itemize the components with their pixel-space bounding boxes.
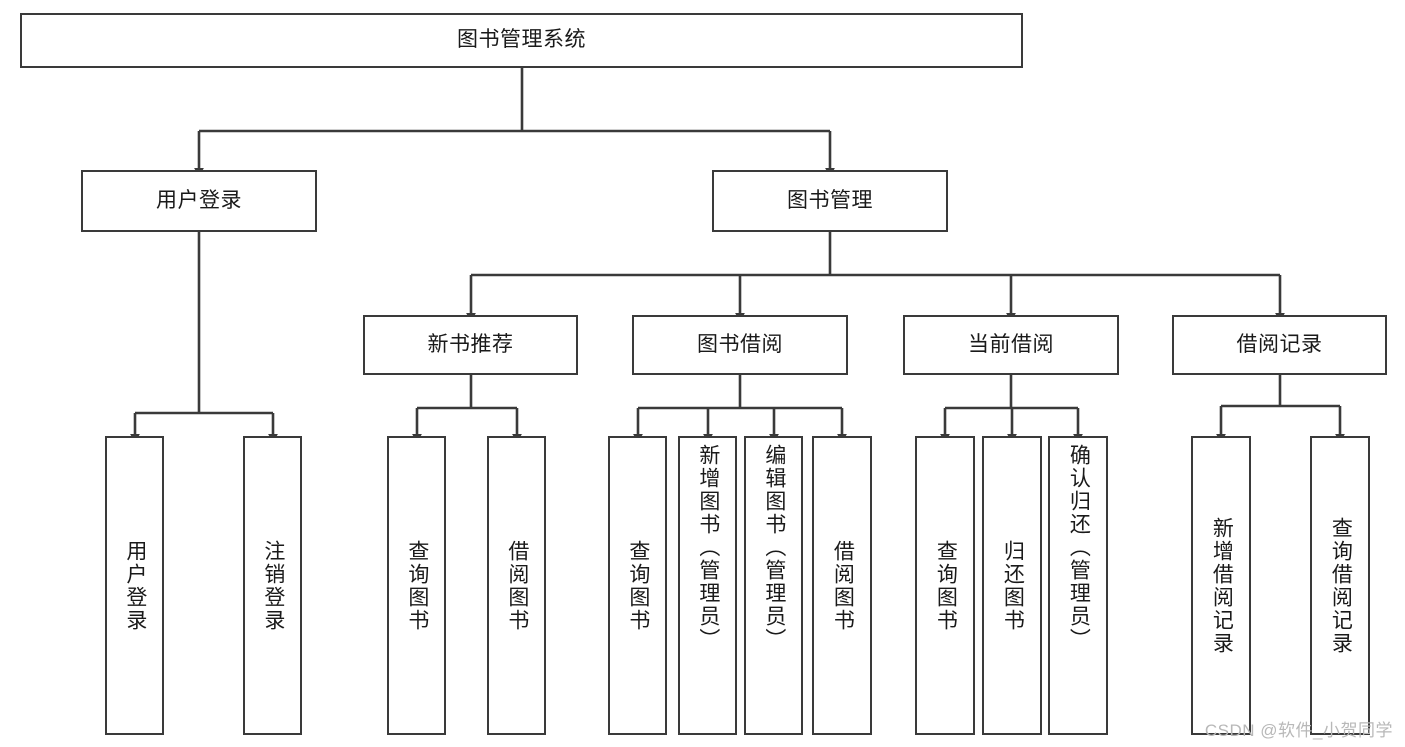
leaf-recommend-borrow-book[interactable]: 借阅图书 — [487, 436, 546, 735]
node-book-management-label: 图书管理 — [787, 188, 873, 212]
leaf-user-login-label: 用户登录 — [123, 539, 147, 632]
leaf-current-confirm-return-label: 确认归还（管理员） — [1067, 444, 1091, 651]
node-user-login-label: 用户登录 — [156, 188, 242, 212]
leaf-current-query-book-label: 查询图书 — [934, 539, 958, 632]
leaf-borrow-add-book[interactable]: 新增图书（管理员） — [678, 436, 737, 735]
node-book-borrow-label: 图书借阅 — [697, 332, 783, 356]
leaf-user-logout[interactable]: 注销登录 — [243, 436, 302, 735]
node-new-book-recommend[interactable]: 新书推荐 — [363, 315, 578, 375]
node-borrow-record-label: 借阅记录 — [1236, 332, 1323, 356]
node-book-borrow[interactable]: 图书借阅 — [632, 315, 848, 375]
leaf-current-return-book[interactable]: 归还图书 — [982, 436, 1042, 735]
leaf-borrow-edit-book[interactable]: 编辑图书（管理员） — [744, 436, 803, 735]
leaf-borrow-query-book[interactable]: 查询图书 — [608, 436, 667, 735]
leaf-user-logout-label: 注销登录 — [261, 539, 285, 632]
leaf-record-add-record-label: 新增借阅记录 — [1210, 516, 1234, 655]
node-book-management[interactable]: 图书管理 — [712, 170, 948, 232]
leaf-current-query-book[interactable]: 查询图书 — [915, 436, 975, 735]
node-borrow-record[interactable]: 借阅记录 — [1172, 315, 1387, 375]
node-root-label: 图书管理系统 — [457, 28, 586, 52]
leaf-borrow-borrow-book-label: 借阅图书 — [831, 539, 855, 632]
node-current-borrow[interactable]: 当前借阅 — [903, 315, 1119, 375]
leaf-recommend-query-book-label: 查询图书 — [405, 539, 429, 632]
node-user-login[interactable]: 用户登录 — [81, 170, 317, 232]
leaf-recommend-borrow-book-label: 借阅图书 — [505, 539, 529, 632]
watermark: CSDN @软件_小贺同学 — [1204, 721, 1393, 740]
leaf-record-query-record[interactable]: 查询借阅记录 — [1310, 436, 1370, 735]
leaf-current-return-book-label: 归还图书 — [1001, 539, 1025, 632]
leaf-borrow-query-book-label: 查询图书 — [626, 539, 650, 632]
leaf-borrow-edit-book-label: 编辑图书（管理员） — [762, 444, 786, 651]
leaf-current-confirm-return[interactable]: 确认归还（管理员） — [1048, 436, 1108, 735]
leaf-user-login[interactable]: 用户登录 — [105, 436, 164, 735]
leaf-record-add-record[interactable]: 新增借阅记录 — [1191, 436, 1251, 735]
leaf-recommend-query-book[interactable]: 查询图书 — [387, 436, 446, 735]
node-root[interactable]: 图书管理系统 — [20, 13, 1023, 68]
node-current-borrow-label: 当前借阅 — [968, 332, 1054, 356]
leaf-borrow-add-book-label: 新增图书（管理员） — [696, 444, 720, 651]
node-new-book-recommend-label: 新书推荐 — [427, 332, 514, 356]
leaf-borrow-borrow-book[interactable]: 借阅图书 — [812, 436, 872, 735]
leaf-record-query-record-label: 查询借阅记录 — [1329, 516, 1353, 655]
